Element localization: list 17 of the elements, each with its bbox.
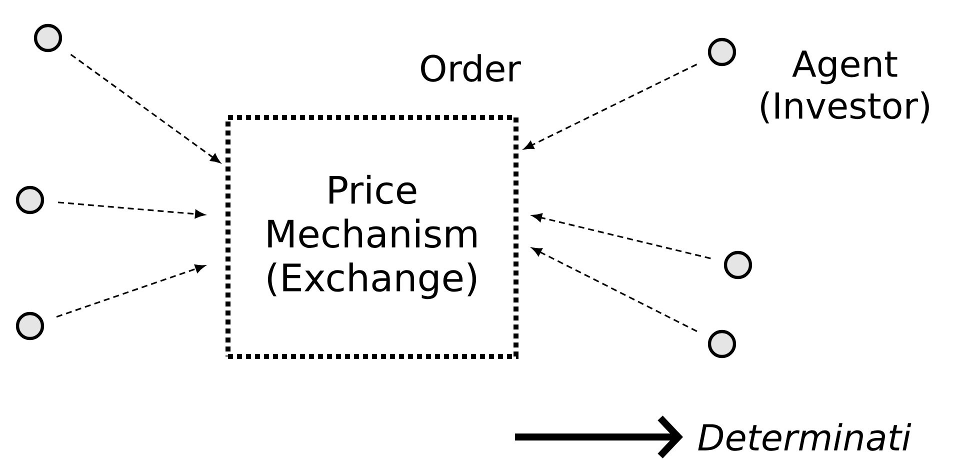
- arrow: [515, 416, 683, 458]
- circle-node: [708, 38, 736, 66]
- text-label: Determinati: [698, 423, 912, 451]
- circle-node: [724, 250, 752, 280]
- dashed-arrow: [532, 248, 698, 332]
- dashed-arrow: [56, 264, 205, 318]
- dashed-arrow: [524, 64, 698, 150]
- text-label: Order: [421, 54, 521, 82]
- process-box: Price Mechanism (Exchange): [226, 114, 518, 359]
- circle-node: [16, 186, 44, 214]
- circle-node: [16, 312, 44, 340]
- node-caption: Agent (Investor): [761, 50, 929, 124]
- circle-node: [708, 330, 736, 358]
- dashed-arrow: [532, 213, 711, 260]
- circle-node: [34, 24, 62, 52]
- dashed-arrow: [58, 202, 205, 218]
- dashed-arrow: [70, 54, 220, 164]
